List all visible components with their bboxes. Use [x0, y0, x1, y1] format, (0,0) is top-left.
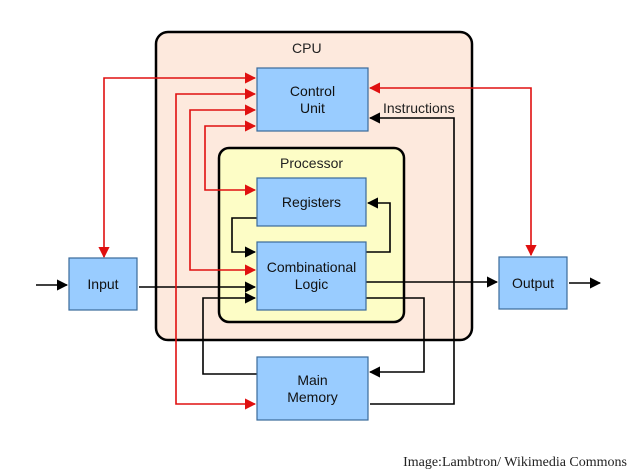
combinational-logic-box	[256, 241, 367, 311]
output-box	[498, 256, 568, 310]
registers-label: Registers	[281, 193, 342, 210]
input-box	[68, 257, 138, 311]
registers-box	[256, 177, 367, 227]
control-unit-label: Control Unit	[289, 82, 336, 116]
image-credit: Image:Lambtron/ Wikimedia Commons	[403, 455, 627, 470]
input-label: Input	[87, 275, 119, 292]
control-lines	[98, 72, 537, 410]
processor-label: Processor	[280, 155, 344, 171]
blocks	[68, 67, 568, 421]
instructions-label: Instructions	[383, 100, 455, 116]
cpu-label: CPU	[292, 40, 322, 56]
main-memory-label: Main Memory	[287, 371, 338, 405]
output-label: Output	[511, 274, 555, 291]
combinational-logic-label: Combinational Logic	[266, 259, 357, 292]
control-unit-box	[256, 67, 369, 132]
main-memory-box	[256, 356, 369, 421]
